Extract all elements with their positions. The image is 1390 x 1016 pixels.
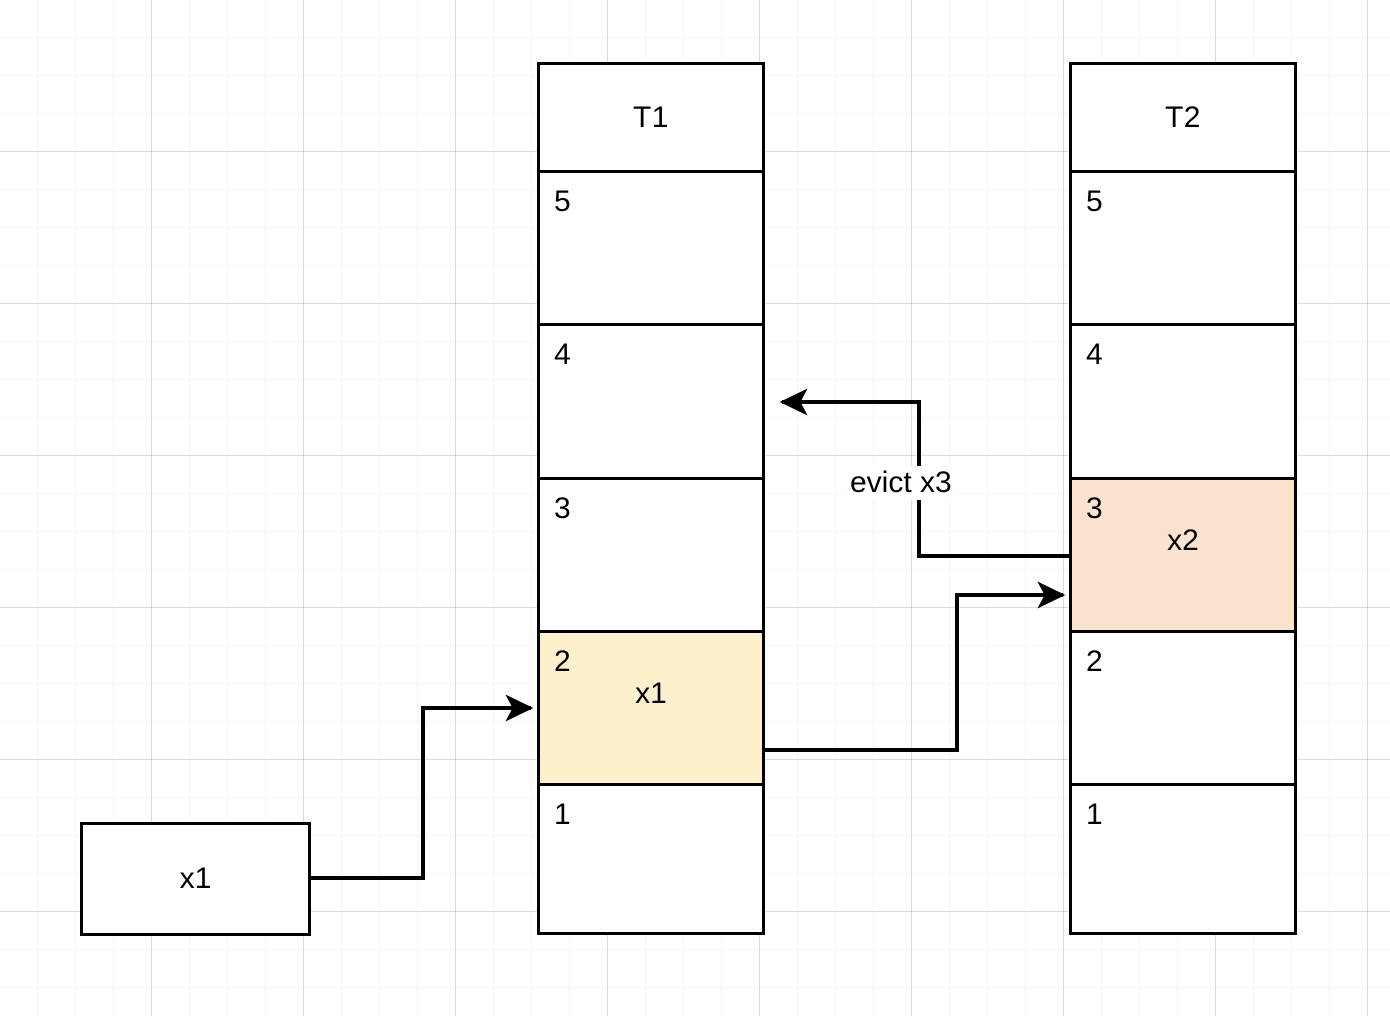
table-t1-header-label: T1 bbox=[632, 100, 669, 134]
row-value: x2 bbox=[1167, 524, 1199, 557]
table-t2: T2 5 4 3 x2 2 1 bbox=[1069, 62, 1297, 935]
table-t1-row-5[interactable]: 5 bbox=[540, 170, 762, 323]
table-t1-row-1[interactable]: 1 bbox=[540, 783, 762, 932]
table-t1-row-3[interactable]: 3 bbox=[540, 477, 762, 630]
table-t2-row-2[interactable]: 2 bbox=[1072, 630, 1294, 783]
table-t1-row-4[interactable]: 4 bbox=[540, 323, 762, 477]
row-index: 3 bbox=[1086, 492, 1103, 525]
table-t2-row-3[interactable]: 3 x2 bbox=[1072, 477, 1294, 630]
node-x1-box[interactable]: x1 bbox=[80, 822, 311, 936]
row-index: 4 bbox=[1086, 338, 1103, 371]
edge-insert-x1 bbox=[310, 694, 534, 880]
table-t2-row-1[interactable]: 1 bbox=[1072, 783, 1294, 932]
row-index: 2 bbox=[1086, 645, 1103, 678]
table-t2-header-label: T2 bbox=[1164, 100, 1201, 134]
table-t2-row-4[interactable]: 4 bbox=[1072, 323, 1294, 477]
row-value: x1 bbox=[635, 677, 667, 710]
edge-label-evict-x3: evict x3 bbox=[845, 466, 957, 500]
row-index: 1 bbox=[554, 798, 571, 831]
edge-promote-x1 bbox=[765, 581, 1066, 752]
table-t1-header: T1 bbox=[540, 65, 762, 170]
row-index: 2 bbox=[554, 645, 571, 678]
row-index: 4 bbox=[554, 338, 571, 371]
row-index: 3 bbox=[554, 492, 571, 525]
table-t2-header: T2 bbox=[1072, 65, 1294, 170]
row-index: 1 bbox=[1086, 798, 1103, 831]
row-index: 5 bbox=[1086, 185, 1103, 218]
table-t1-row-2[interactable]: 2 x1 bbox=[540, 630, 762, 783]
node-x1-label: x1 bbox=[179, 862, 212, 895]
row-index: 5 bbox=[554, 185, 571, 218]
table-t2-row-5[interactable]: 5 bbox=[1072, 170, 1294, 323]
table-t1: T1 5 4 3 2 x1 1 bbox=[537, 62, 765, 935]
